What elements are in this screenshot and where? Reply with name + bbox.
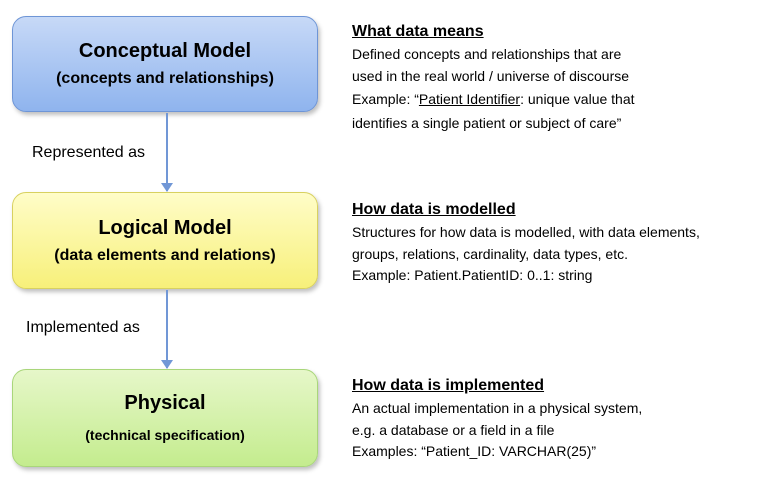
implemented-as-label: Implemented as	[26, 319, 140, 336]
logical-model-box: Logical Model (data elements and relatio…	[12, 192, 318, 289]
conceptual-description-line: used in the real world / universe of dis…	[352, 67, 630, 84]
implemented-as-arrow	[161, 290, 173, 369]
physical-model-title: Physical	[124, 392, 206, 414]
physical-model-subtitle: (technical specification)	[85, 427, 245, 443]
conceptual-description: What data means Defined concepts and rel…	[352, 22, 635, 135]
conceptual-example-continuation: identifies a single patient or subject o…	[352, 115, 622, 131]
logical-model-title: Logical Model	[98, 216, 232, 239]
conceptual-model-title: Conceptual Model	[78, 40, 252, 62]
physical-description-heading: How data is implemented	[352, 377, 545, 394]
patient-identifier-term: Patient Identifier	[418, 91, 521, 107]
represented-as-arrow	[161, 113, 173, 192]
conceptual-model-box: Conceptual Model (concepts and relations…	[12, 16, 318, 112]
logical-description-line: Structures for how data is modelled, wit…	[352, 224, 700, 240]
logical-model-subtitle: (data elements and relations)	[54, 246, 276, 264]
represented-as-label: Represented as	[32, 144, 145, 161]
conceptual-example-line: Example: “Patient Identifier: unique val…	[352, 87, 635, 111]
logical-description-line: groups, relations, cardinality, data typ…	[352, 245, 628, 262]
conceptual-example-prefix: Example: “	[352, 91, 419, 107]
logical-description: How data is modelled Structures for how …	[352, 200, 700, 287]
conceptual-example-rest: : unique value that	[520, 91, 635, 107]
conceptual-description-line: Defined concepts and relationships that …	[352, 46, 622, 62]
logical-description-heading: How data is modelled	[352, 201, 516, 218]
conceptual-description-heading: What data means	[352, 23, 484, 40]
logical-example-line: Example: Patient.PatientID: 0..1: string	[352, 267, 593, 283]
physical-example-line: Examples: “Patient_ID: VARCHAR(25)”	[352, 443, 597, 459]
physical-model-box: Physical (technical specification)	[12, 369, 318, 467]
conceptual-model-subtitle: (concepts and relationships)	[56, 70, 274, 87]
physical-description-line: e.g. a database or a field in a file	[352, 421, 555, 438]
physical-description-line: An actual implementation in a physical s…	[352, 400, 643, 416]
physical-description: How data is implemented An actual implem…	[352, 376, 642, 463]
